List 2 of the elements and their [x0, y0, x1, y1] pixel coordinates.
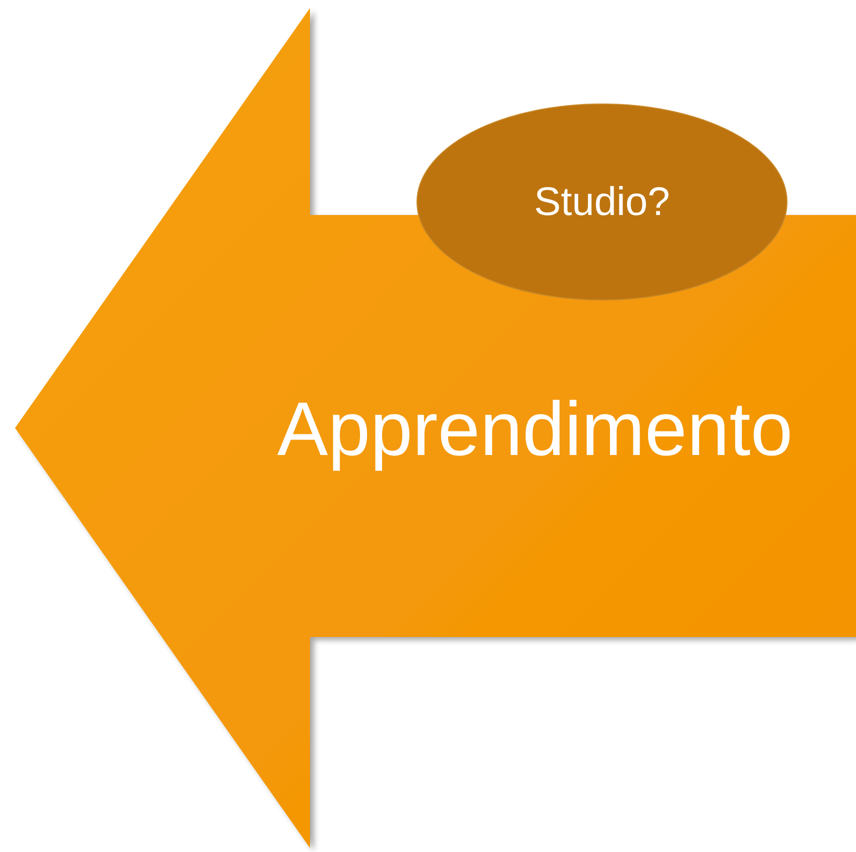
node-label: Apprendimento [277, 386, 793, 472]
node-label: Studio? [534, 180, 670, 224]
